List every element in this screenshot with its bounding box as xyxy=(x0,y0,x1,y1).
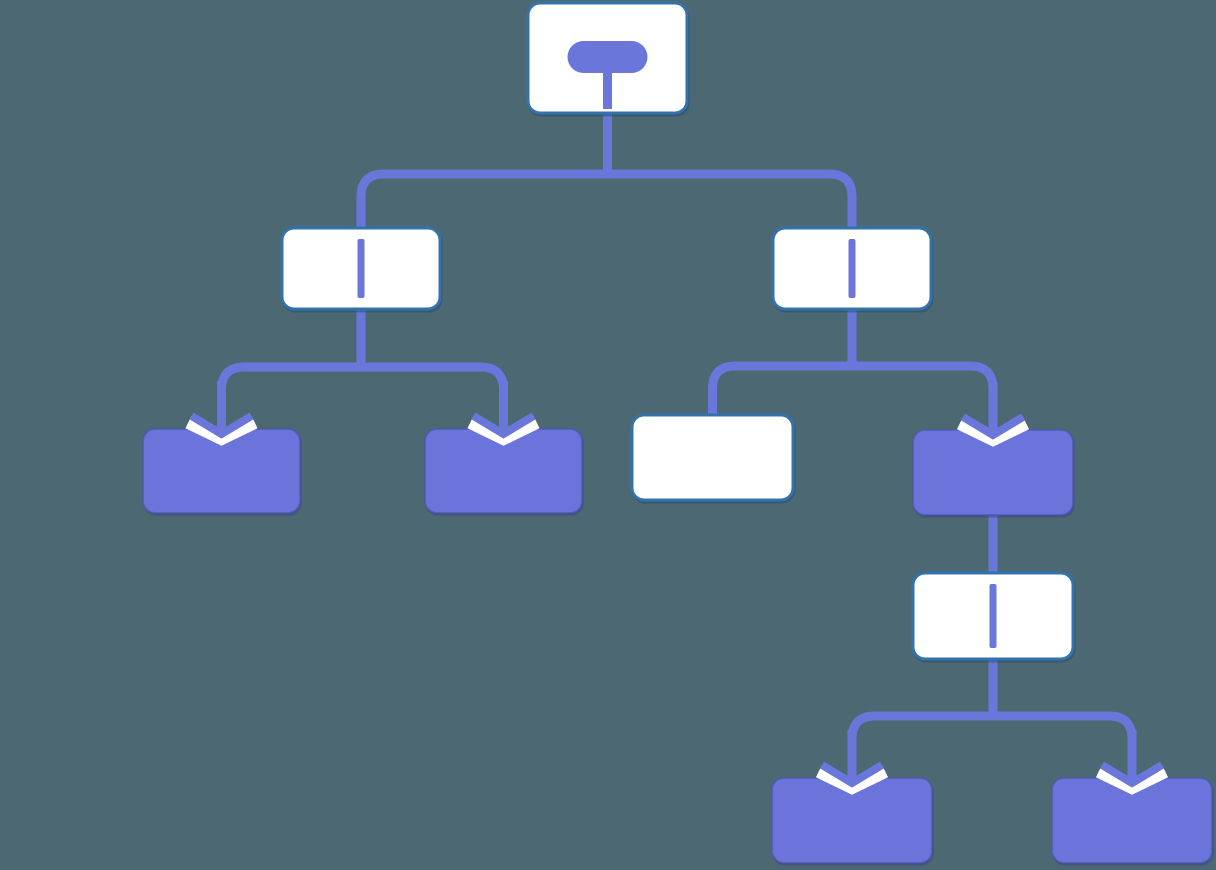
divider-bar-icon xyxy=(989,584,997,648)
double-chevron-down-icon xyxy=(467,381,540,446)
chevron-inner-purple xyxy=(819,761,885,788)
double-chevron-down-icon xyxy=(815,730,889,795)
connector-rail xyxy=(847,711,1137,782)
double-chevron-down-icon xyxy=(956,382,1030,447)
chevron-inner-purple xyxy=(471,412,536,439)
divider-bar-icon xyxy=(848,239,856,298)
chevron-inner-purple xyxy=(189,412,254,439)
chevron-inner-purple xyxy=(960,413,1026,440)
connector-rail xyxy=(356,169,857,231)
connector-rail xyxy=(708,361,998,434)
connector-rail xyxy=(217,362,508,433)
double-chevron-down-icon xyxy=(185,381,258,446)
double-chevron-down-icon xyxy=(1095,730,1169,795)
root-pill-icon xyxy=(567,41,648,73)
leaf-node-empty[interactable] xyxy=(630,413,795,502)
divider-bar-icon xyxy=(357,239,365,298)
root-pill-stem-icon xyxy=(603,71,612,109)
chevron-inner-purple xyxy=(1099,761,1165,788)
